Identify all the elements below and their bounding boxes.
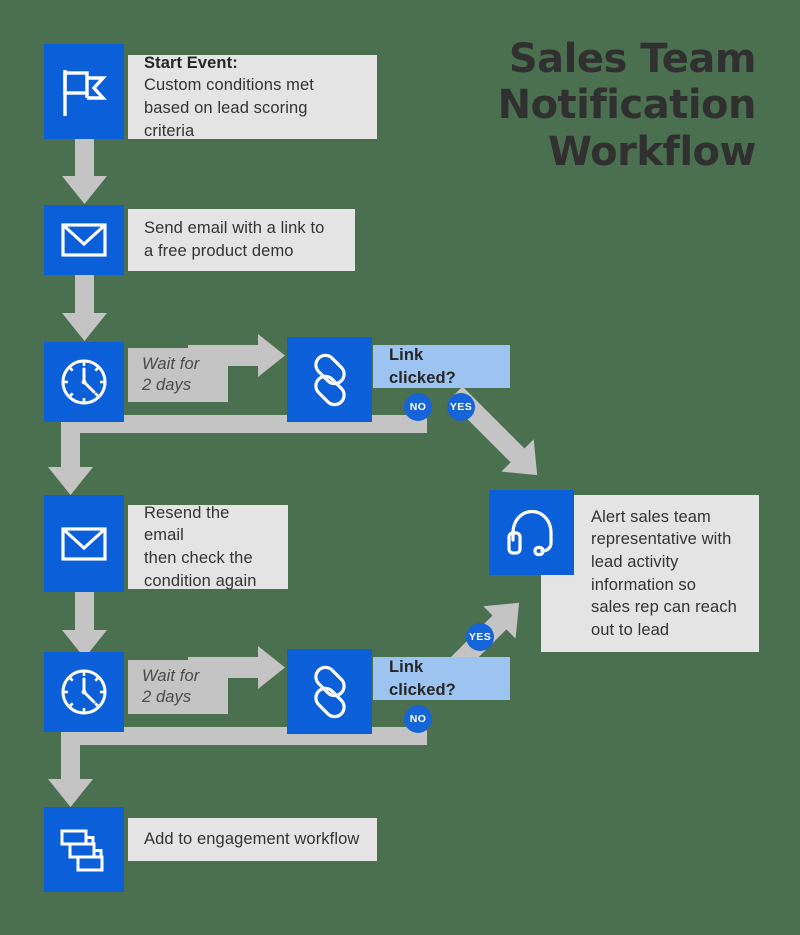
headset-icon bbox=[505, 507, 559, 559]
page-title: Sales Team Notification Workflow bbox=[426, 36, 757, 175]
link-icon bbox=[302, 664, 358, 720]
send-email-tile[interactable] bbox=[44, 205, 124, 275]
envelope-icon bbox=[60, 222, 108, 258]
clock-icon bbox=[58, 356, 110, 408]
envelope-icon bbox=[60, 526, 108, 562]
resend-email-label-box: Resend the email then check the conditio… bbox=[128, 503, 288, 590]
wait-1-tile[interactable] bbox=[44, 342, 124, 422]
workflow-icon bbox=[59, 826, 109, 874]
clock-icon bbox=[58, 666, 110, 718]
start-event-label-box: Start Event: Custom conditions met based… bbox=[128, 53, 377, 140]
engagement-workflow-label-box: Add to engagement workflow bbox=[128, 818, 377, 861]
branch-badge-no-1[interactable]: NO bbox=[404, 393, 432, 421]
flag-icon bbox=[61, 66, 107, 118]
wait-1-line-2: 2 days bbox=[142, 376, 192, 394]
wait-2-tile[interactable] bbox=[44, 652, 124, 732]
resend-email-line-3: condition again bbox=[144, 571, 257, 590]
wait-2-line-1: Wait for bbox=[142, 666, 200, 685]
arrow-resend-to-wait-2 bbox=[62, 592, 107, 658]
alert-sales-tile[interactable] bbox=[489, 490, 574, 575]
branch-badge-no-1-label: NO bbox=[409, 401, 427, 413]
title-line-3: Workflow bbox=[547, 128, 757, 175]
alert-sales-line-3: lead activity bbox=[591, 552, 679, 571]
arrow-send-email-to-wait-1 bbox=[62, 275, 107, 341]
arrow-wait-2-to-link-check-2 bbox=[188, 646, 285, 689]
start-event-tile[interactable] bbox=[44, 44, 124, 139]
alert-sales-line-6: out to lead bbox=[591, 620, 670, 639]
resend-email-line-2: then check the bbox=[144, 549, 253, 567]
engagement-workflow-tile[interactable] bbox=[44, 807, 124, 892]
link-check-2-label: Link clicked? bbox=[389, 657, 456, 699]
link-check-1-tile[interactable] bbox=[287, 337, 372, 422]
arrow-no-branch-2 bbox=[48, 720, 427, 807]
arrow-no-branch-1 bbox=[48, 408, 427, 495]
branch-badge-yes-1-label: YES bbox=[449, 401, 473, 413]
wait-1-label-box: Wait for 2 days bbox=[128, 348, 228, 402]
branch-badge-no-2[interactable]: NO bbox=[404, 705, 432, 733]
link-check-1-decision-box: Link clicked? bbox=[373, 345, 510, 388]
branch-badge-no-2-label: NO bbox=[409, 713, 427, 725]
link-check-1-label: Link clicked? bbox=[389, 345, 456, 387]
arrow-start-to-send-email bbox=[62, 138, 107, 204]
arrow-wait-1-to-link-check-1 bbox=[188, 334, 285, 377]
wait-2-label-box: Wait for 2 days bbox=[128, 660, 228, 714]
resend-email-line-1: Resend the email bbox=[144, 503, 230, 545]
engagement-workflow-line-1: Add to engagement workflow bbox=[144, 830, 360, 849]
start-event-heading: Start Event: bbox=[144, 53, 238, 72]
send-email-line-2: a free product demo bbox=[144, 242, 294, 260]
link-icon bbox=[302, 352, 358, 408]
wait-1-line-1: Wait for bbox=[142, 354, 200, 373]
send-email-label-box: Send email with a link to a free product… bbox=[128, 209, 355, 271]
branch-badge-yes-2-label: YES bbox=[468, 631, 492, 643]
link-check-2-tile[interactable] bbox=[287, 649, 372, 734]
start-event-line-1: Custom conditions met bbox=[144, 76, 314, 95]
wait-2-line-2: 2 days bbox=[142, 688, 192, 706]
link-check-2-decision-box: Link clicked? bbox=[373, 657, 510, 700]
alert-sales-line-1: Alert sales team bbox=[591, 507, 711, 526]
send-email-line-1: Send email with a link to bbox=[144, 219, 325, 238]
branch-badge-yes-2[interactable]: YES bbox=[466, 623, 494, 651]
alert-sales-line-5: sales rep can reach bbox=[591, 598, 737, 617]
resend-email-tile[interactable] bbox=[44, 495, 124, 592]
title-line-2: Notification bbox=[497, 82, 757, 129]
alert-sales-line-2: representative with bbox=[591, 530, 732, 549]
start-event-line-2: based on lead scoring criteria bbox=[144, 99, 308, 140]
alert-sales-label-box: Alert sales team representative with lea… bbox=[541, 495, 759, 652]
branch-badge-yes-1[interactable]: YES bbox=[447, 393, 475, 421]
alert-sales-line-4: information so bbox=[591, 575, 697, 594]
title-line-1: Sales Team bbox=[508, 36, 757, 82]
